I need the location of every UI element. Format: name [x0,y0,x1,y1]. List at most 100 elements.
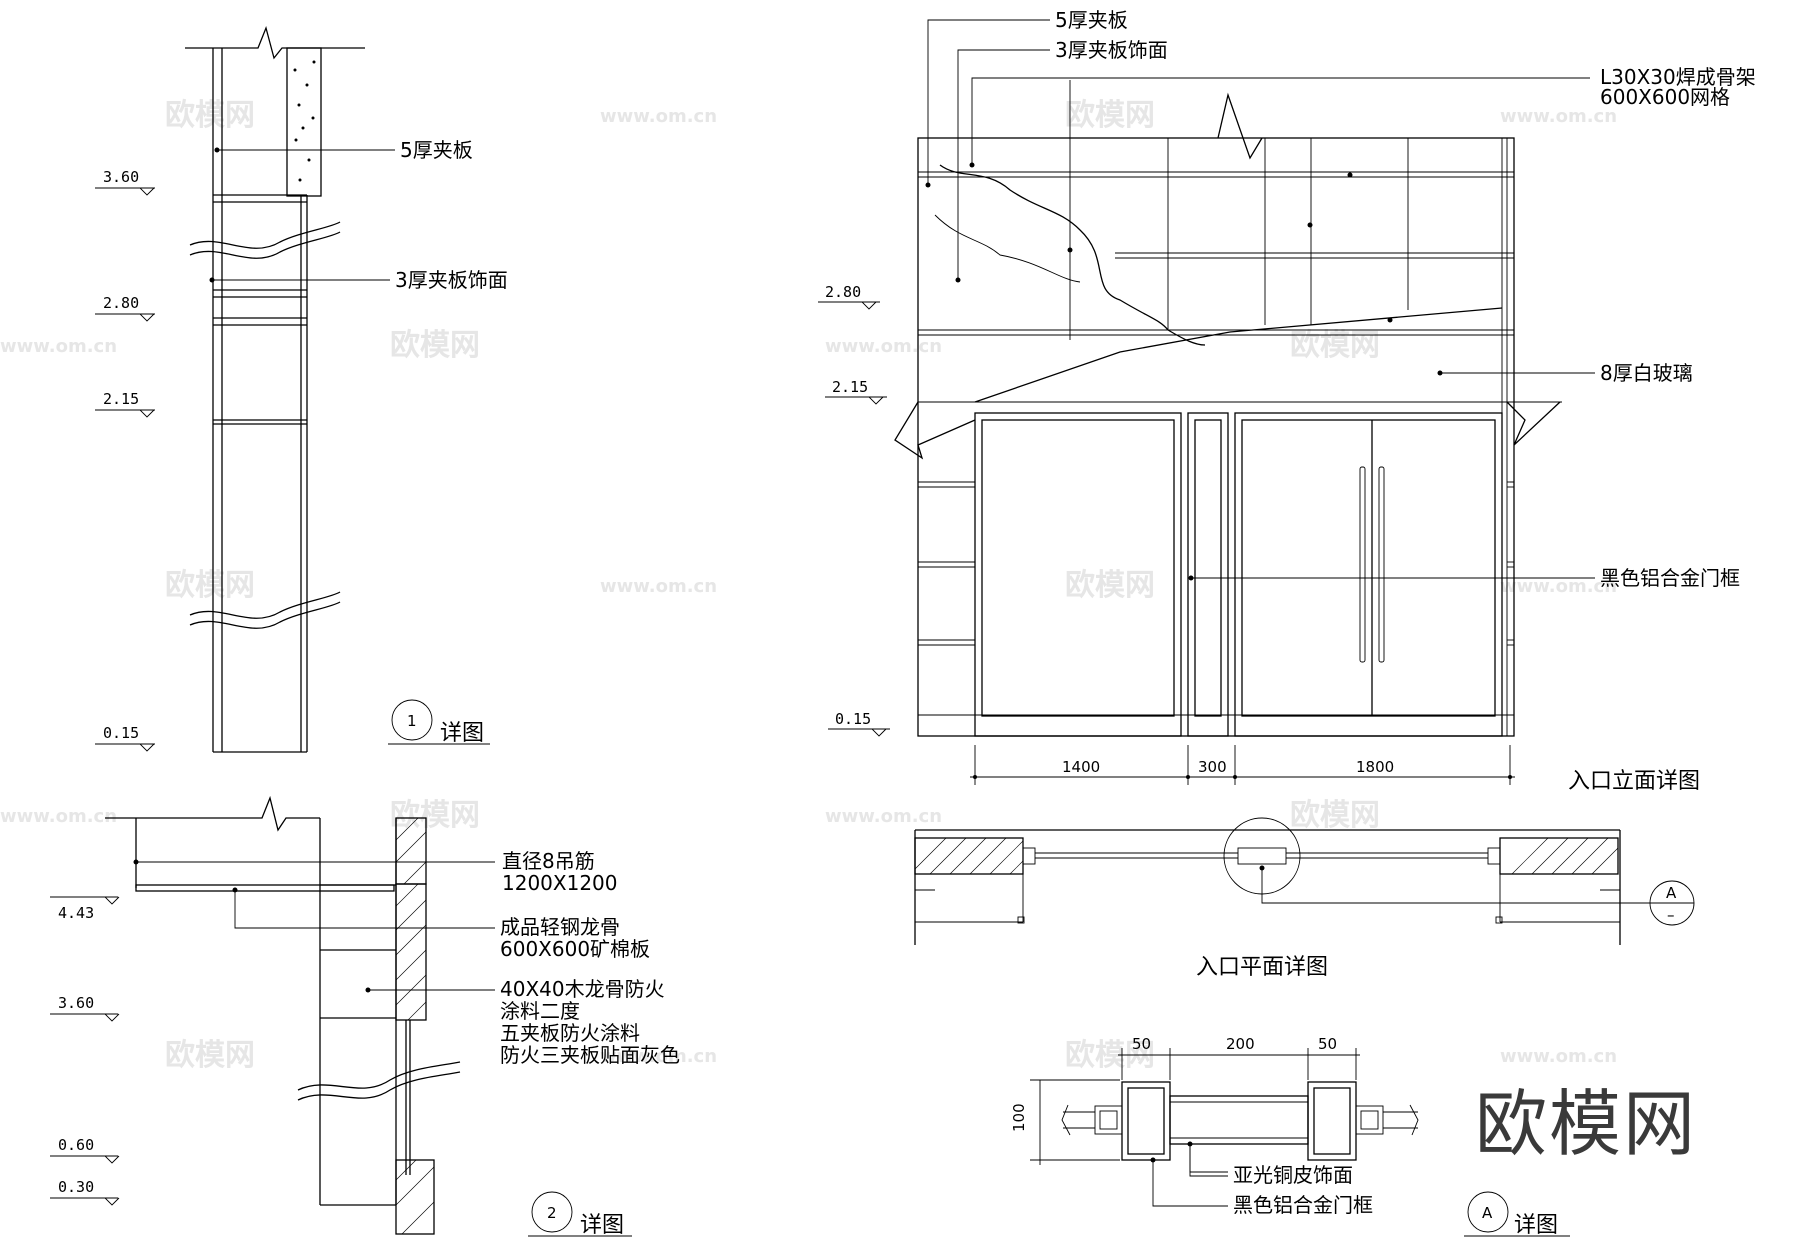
glass-slope-line [974,307,1503,403]
wall-block-left [914,837,1024,875]
level-text: 0.15 [103,724,139,742]
label-plywood-paint: 五夹板防火涂料 [500,1021,640,1045]
watermark-text: 欧模网 [390,328,480,363]
wall-hatch-right [1511,837,1619,875]
detail-badge-number: 1 [407,712,417,730]
level-text: 2.15 [832,378,868,396]
watermark-text: 欧模网 [1290,328,1380,363]
watermark-text: 欧模网 [165,568,255,603]
watermark-text: 欧模网 [390,798,480,833]
level-triangle [95,409,155,418]
break-mark [1061,1104,1071,1136]
level-triangle [818,301,880,310]
watermark-url: www.om.cn [0,806,117,827]
leader-dot [1387,317,1393,323]
level-triangle [95,187,155,196]
frame-box-left [1121,1081,1171,1161]
section-marker-letter: A [1666,884,1677,902]
wood-block [395,883,427,1021]
watermark-url: www.om.cn [825,806,942,827]
level-text: 2.80 [103,294,139,312]
plan-line [914,874,1501,922]
watermark-text: 欧模网 [165,1038,255,1073]
ceiling-panel [135,884,395,892]
elevation-title: 入口立面详图 [1568,769,1700,794]
frame-profile [1022,847,1036,865]
level-mark-3.60: 3.60 [50,994,120,1022]
level-text: 2.15 [103,390,139,408]
break-wave [189,231,341,259]
detail-1: 5厚夹板 3厚夹板饰面 3.60 2.80 2.15 0.15 1 详图 [95,25,508,753]
detail-badge-letter: A [1482,1204,1493,1222]
break-mark [1506,401,1561,446]
level-triangle [95,313,155,322]
label-steel-frame: L30X30焊成骨架 [1600,65,1756,89]
level-triangle [50,1155,120,1164]
door-mullion-frame [1187,412,1229,737]
plan-mark [1495,916,1503,924]
leader-line [1189,1144,1228,1173]
detail-badge-number: 2 [547,1204,557,1222]
leader-line [927,19,1050,185]
level-text: 0.30 [58,1178,94,1196]
side-tube-left [1094,1105,1123,1135]
level-mark-0.60: 0.60 [50,1136,120,1164]
watermark-url: www.om.cn [1500,106,1617,127]
level-triangle [95,743,155,752]
detail-badge-circle [1467,1191,1509,1233]
dimension-50: 50 [1132,1035,1151,1053]
watermark-text: 欧模网 [1065,568,1155,603]
label-5mm-plywood: 5厚夹板 [1055,8,1128,32]
side-tube-right [1355,1105,1384,1135]
frame-box-right-inner [1313,1087,1351,1155]
wall-hatch-left [914,837,1024,875]
section-marker-sub: – [1667,906,1675,924]
leader-dot [955,277,961,283]
label-hanger-grid: 1200X1200 [502,871,618,895]
break-mark [1409,1104,1419,1136]
level-text: 3.60 [58,994,94,1012]
leader-dot [969,162,975,168]
dimension-1800: 1800 [1356,758,1394,776]
plan-title: 入口平面详图 [1196,955,1328,980]
side-tube-left-inner [1099,1110,1118,1130]
dimension-300: 300 [1198,758,1227,776]
label-wood-keel: 40X40木龙骨防火 [500,977,665,1001]
detail-title: 详图 [440,721,484,746]
leader-dot [1347,172,1353,178]
level-triangle [50,1197,120,1206]
leader-line [1152,1160,1228,1207]
base-hatch [395,1159,435,1235]
concrete-dots [293,60,316,182]
level-triangle [825,396,887,405]
label-door-frame: 黑色铝合金门框 [1233,1193,1373,1217]
break-mark [894,401,976,460]
level-text: 2.80 [825,283,861,301]
level-mark-2.80: 2.80 [95,294,155,322]
detail-a: 50 200 50 100 亚光铜皮饰面 黑色铝合金门框 A 详 [1010,1035,1570,1238]
leader-line [957,49,1050,280]
level-mark-2.15: 2.15 [825,378,887,405]
level-mark-2.80: 2.80 [818,283,880,310]
break-line [105,795,320,832]
frame-box-left-inner [1127,1087,1165,1155]
level-mark-3.60: 3.60 [95,168,155,196]
level-text: 0.60 [58,1136,94,1154]
level-mark-2.15: 2.15 [95,390,155,418]
door-frame-left [974,412,1182,737]
break-wave [189,601,341,629]
break-line [185,25,365,60]
door-glass-left [981,419,1175,717]
label-3mm-plywood-finish: 3厚夹板饰面 [395,268,508,292]
level-mark-4.43: 4.43 [50,896,120,922]
watermark-url: www.om.cn [600,1046,717,1067]
leader-line [234,890,495,929]
watermark-url: www.om.cn [600,106,717,127]
watermark-text: 欧模网 [165,98,255,133]
entrance-elevation: 5厚夹板 3厚夹板饰面 L30X30焊成骨架 600X600网格 8厚白玻璃 黑… [818,8,1756,794]
label-8mm-glass: 8厚白玻璃 [1600,361,1693,385]
break-wave [189,221,341,249]
label-3mm-plywood-finish: 3厚夹板饰面 [1055,38,1168,62]
label-door-frame: 黑色铝合金门框 [1600,566,1740,590]
side-tube-right-inner [1360,1110,1379,1130]
